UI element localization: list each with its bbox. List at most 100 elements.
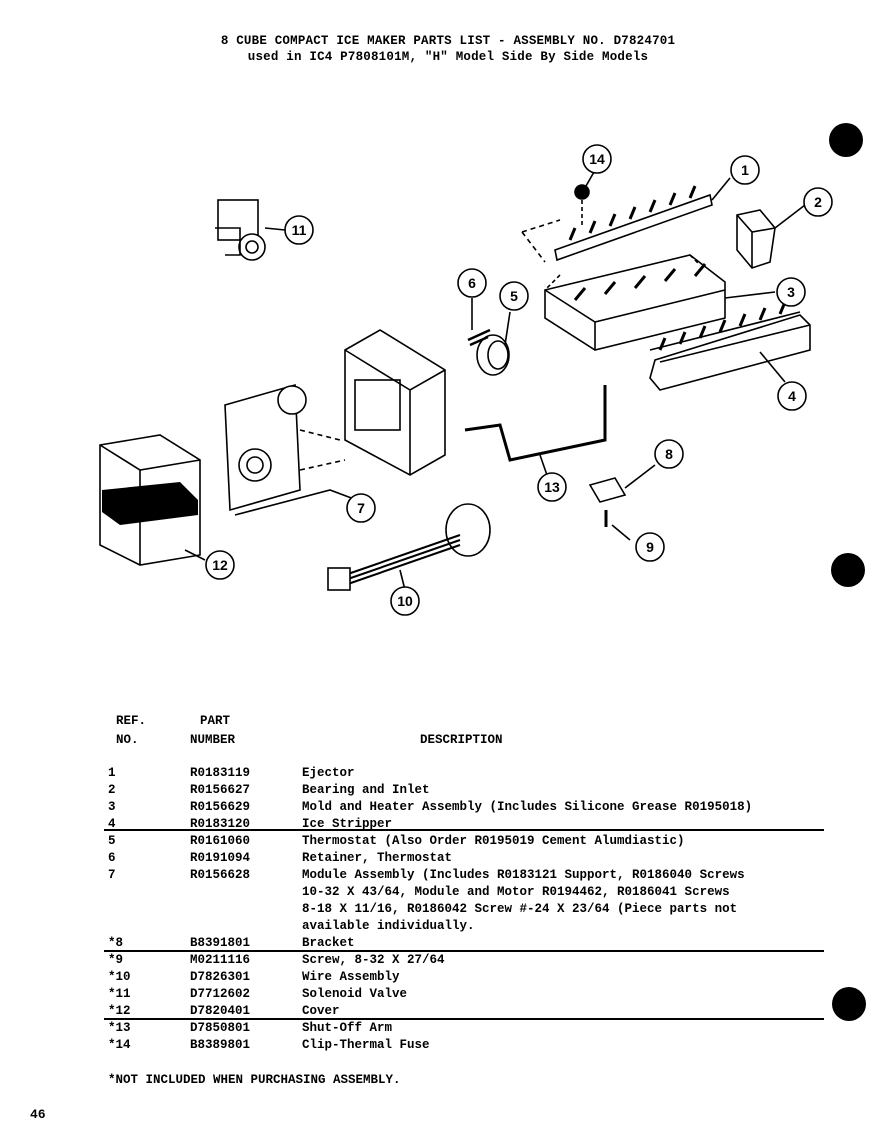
description: Cover — [302, 1004, 340, 1018]
ref-no: *8 — [108, 936, 124, 950]
part-number: R0156629 — [190, 800, 251, 814]
description: Bracket — [302, 936, 355, 950]
table-divider — [104, 950, 824, 952]
col-part-header: PART — [200, 714, 231, 728]
table-row: 7 R0156628 Module Assembly (Includes R0183… — [0, 867, 896, 884]
table-row: available individually. — [0, 918, 896, 935]
description: Retainer, Thermostat — [302, 851, 453, 865]
exploded-parts-diagram: 1 2 3 4 5 6 7 8 9 10 11 12 13 14 — [99, 144, 833, 616]
callout-14: 14 — [582, 144, 612, 174]
svg-text:12: 12 — [212, 557, 228, 573]
callout-11: 11 — [284, 215, 314, 245]
svg-text:10: 10 — [397, 593, 413, 609]
part-number: R0183120 — [190, 817, 251, 831]
callout-7: 7 — [346, 493, 376, 523]
ejector-part — [521, 177, 731, 263]
thermostat-part — [476, 311, 511, 376]
binder-hole-icon — [832, 987, 866, 1021]
col-ref-header-line2: NO. — [116, 733, 139, 747]
bracket-part — [588, 464, 656, 503]
ref-no: 2 — [108, 783, 116, 797]
part-number: R0161060 — [190, 834, 251, 848]
svg-text:11: 11 — [292, 222, 307, 238]
bearing-inlet-part — [736, 204, 806, 269]
table-divider — [104, 1018, 824, 1020]
table-row: 4 R0183120 Ice Stripper — [0, 816, 896, 833]
part-number: D7820401 — [190, 1004, 251, 1018]
callout-6: 6 — [457, 268, 487, 298]
ref-no: *13 — [108, 1021, 131, 1035]
ref-no: 1 — [108, 766, 116, 780]
callout-8: 8 — [654, 439, 684, 469]
solenoid-valve-part — [215, 199, 286, 261]
description: Bearing and Inlet — [302, 783, 430, 797]
ref-no: *11 — [108, 987, 131, 1001]
part-number: R0191094 — [190, 851, 251, 865]
table-row: *10 D7826301 Wire Assembly — [0, 969, 896, 986]
description: Ejector — [302, 766, 355, 780]
description: 8-18 X 11/16, R0186042 Screw #-24 X 23/6… — [302, 902, 738, 916]
thermal-fuse-clip-part — [574, 171, 595, 225]
page-number: 46 — [30, 1107, 46, 1122]
table-row: 1 R0183119 Ejector — [0, 765, 896, 782]
ref-no: 4 — [108, 817, 116, 831]
description: Screw, 8-32 X 27/64 — [302, 953, 445, 967]
ref-no: 5 — [108, 834, 116, 848]
ice-stripper-part — [649, 301, 811, 391]
callout-10: 10 — [390, 586, 420, 616]
svg-text:4: 4 — [788, 388, 796, 404]
part-number: D7712602 — [190, 987, 251, 1001]
wire-assembly-part — [327, 503, 491, 591]
svg-text:14: 14 — [589, 151, 605, 167]
col-ref-header: REF. — [116, 714, 147, 728]
part-number: D7826301 — [190, 970, 251, 984]
screw-part — [604, 510, 631, 541]
ref-no: 7 — [108, 868, 116, 882]
description: Thermostat (Also Order R0195019 Cement A… — [302, 834, 685, 848]
description: available individually. — [302, 919, 475, 933]
svg-text:7: 7 — [357, 500, 365, 516]
callout-1: 1 — [730, 155, 760, 185]
table-row: 10-32 X 43/64, Module and Motor R0194462… — [0, 884, 896, 901]
part-number: R0183119 — [190, 766, 251, 780]
callout-13: 13 — [537, 472, 567, 502]
description: 10-32 X 43/64, Module and Motor R0194462… — [302, 885, 730, 899]
ref-no: *12 — [108, 1004, 131, 1018]
table-row: 6 R0191094 Retainer, Thermostat — [0, 850, 896, 867]
part-number: D7850801 — [190, 1021, 251, 1035]
ref-no: *9 — [108, 953, 124, 967]
description: Wire Assembly — [302, 970, 400, 984]
binder-hole-icon — [829, 123, 863, 157]
page-title: 8 CUBE COMPACT ICE MAKER PARTS LIST - AS… — [220, 34, 676, 48]
table-row: *9 M0211116 Screw, 8-32 X 27/64 — [0, 952, 896, 969]
description: Module Assembly (Includes R0183121 Suppo… — [302, 868, 745, 882]
table-divider — [104, 829, 824, 831]
page-subtitle: used in IC4 P7808101M, "H" Model Side By… — [247, 50, 649, 64]
description: Clip-Thermal Fuse — [302, 1038, 430, 1052]
part-number: R0156627 — [190, 783, 251, 797]
part-number: M0211116 — [190, 953, 251, 967]
col-part-header-line2: NUMBER — [190, 733, 236, 747]
col-description-header: DESCRIPTION — [420, 733, 503, 747]
table-row: 5 R0161060 Thermostat (Also Order R0195019… — [0, 833, 896, 850]
callout-3: 3 — [776, 277, 806, 307]
table-row: 2 R0156627 Bearing and Inlet — [0, 782, 896, 799]
ref-no: *10 — [108, 970, 131, 984]
svg-text:2: 2 — [814, 194, 822, 210]
callout-5: 5 — [499, 281, 529, 311]
ref-no: *14 — [108, 1038, 131, 1052]
shut-off-arm-part — [464, 385, 607, 479]
ref-no: 6 — [108, 851, 116, 865]
svg-text:5: 5 — [510, 288, 518, 304]
binder-hole-icon — [831, 553, 865, 587]
part-number: R0156628 — [190, 868, 251, 882]
svg-text:9: 9 — [646, 539, 654, 555]
table-row: *12 D7820401 Cover — [0, 1003, 896, 1020]
svg-text:1: 1 — [741, 162, 749, 178]
description: Ice Stripper — [302, 817, 393, 831]
callout-2: 2 — [803, 187, 833, 217]
callout-9: 9 — [635, 532, 665, 562]
